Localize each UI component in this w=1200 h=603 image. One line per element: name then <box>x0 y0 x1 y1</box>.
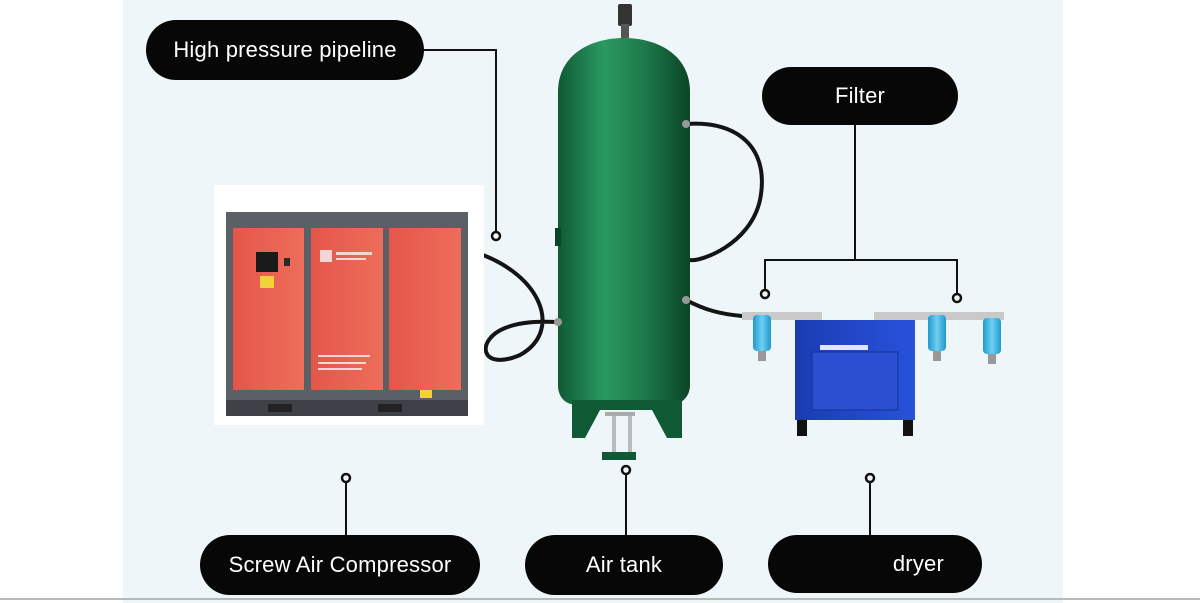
refrigerated-dryer <box>795 320 915 436</box>
connector-dot-icon <box>864 472 876 484</box>
filter-label: Filter <box>762 67 958 125</box>
connector-dot-icon <box>951 292 963 304</box>
pipeline-leader-line <box>420 49 497 233</box>
connector-dots <box>340 230 963 484</box>
air-tank <box>554 4 690 460</box>
connector-dot-icon <box>759 288 771 300</box>
pipeline-label: High pressure pipeline <box>146 20 424 80</box>
tank-to-dryer-hose <box>684 121 764 263</box>
connector-dot-icon <box>620 464 632 476</box>
leader-lines <box>345 49 958 535</box>
tank-to-filter-hose <box>684 298 744 318</box>
compressor-hose <box>466 248 560 362</box>
filter-right <box>983 318 1001 354</box>
screw-air-compressor <box>214 185 484 425</box>
compressor-label: Screw Air Compressor <box>200 535 480 595</box>
connector-dot-icon <box>340 472 352 484</box>
filter-leader-line <box>764 125 856 292</box>
connector-dot-icon <box>490 230 502 242</box>
filter-left <box>753 315 771 351</box>
tank-valve <box>618 4 632 26</box>
filters <box>742 312 1004 364</box>
tank-label: Air tank <box>525 535 723 595</box>
filter-leader-line-right <box>855 259 958 296</box>
bottom-divider <box>0 598 1200 600</box>
filter-middle <box>928 315 946 351</box>
hoses <box>466 121 764 362</box>
dryer-label: dryer <box>768 535 982 593</box>
